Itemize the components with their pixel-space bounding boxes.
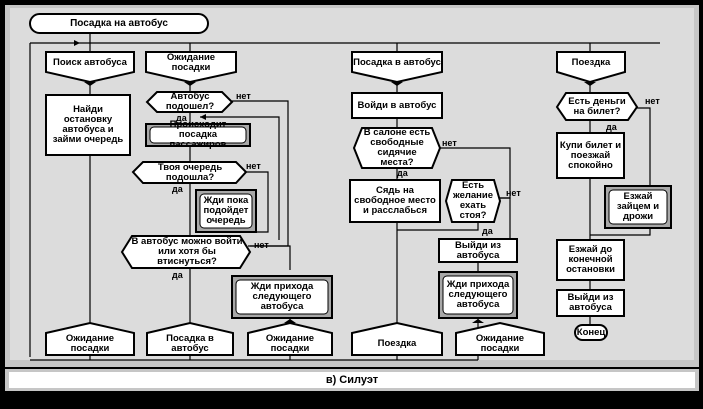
- arrow-left-icon: [200, 114, 206, 120]
- no-label: нет: [645, 96, 660, 106]
- action-exit-bus-col4: Выйди из автобуса: [567, 292, 614, 313]
- process-boarding-text: Происходит посадка пассажиров: [169, 120, 226, 150]
- decision-can-enter: [120, 235, 252, 269]
- loop-line: [250, 245, 291, 270]
- action-sit-relax: Сядь на свободное место и расслабься: [354, 185, 436, 216]
- process-ride-free-text: Езжай зайцем и дрожи: [616, 191, 660, 222]
- action-box-ride-to-end: [556, 239, 625, 281]
- decision-want-standing-text: Есть желание ехать стоя?: [452, 180, 494, 221]
- process-box-wait-next-col3: [442, 275, 514, 315]
- decision-free-seats: [352, 127, 442, 169]
- process-wait-turn-text: Жди пока подойдет очередь: [203, 195, 249, 226]
- loop-line: [590, 228, 651, 236]
- caption-bar: в) Силуэт: [5, 369, 699, 391]
- action-box-sit-relax: [349, 179, 441, 223]
- header-ride: Поездка: [571, 57, 611, 68]
- action-buy-ticket: Купи билет и поезжай спокойно: [559, 139, 622, 171]
- footer-shape-waiting-col3: [455, 321, 545, 356]
- process-box-wait-next-col2: [235, 279, 329, 315]
- decision-bus-arrived-text: Автобус подошел?: [165, 91, 215, 112]
- action-find-stop: Найди остановку автобуса и займи очередь: [52, 104, 124, 145]
- arrow-left-icon: [74, 40, 80, 46]
- decision-can-enter-text: В автобус можно войти или хотя бы втисну…: [131, 236, 243, 267]
- footer-ride-col3: Поездка: [377, 338, 417, 349]
- process-box-boarding: [149, 126, 247, 144]
- decision-want-standing: [444, 179, 502, 223]
- no-label: нет: [236, 91, 251, 101]
- footer-waiting-col1: Ожидание посадки: [65, 333, 115, 354]
- end-label: Конец: [576, 326, 606, 338]
- footer-waiting-col3: Ожидание посадки: [475, 333, 525, 354]
- action-enter-bus: Войди в автобус: [357, 99, 437, 111]
- action-exit-bus-col3: Выйди из автобуса: [455, 239, 501, 261]
- header-shape-waiting: [145, 51, 237, 84]
- footer-waiting-col2: Ожидание посадки: [265, 333, 315, 354]
- arrow-up-icon: [284, 319, 296, 323]
- title-terminator: [29, 13, 209, 34]
- process-wait-next-col2-text: Жди прихода следующего автобуса: [250, 281, 314, 312]
- loop-line: [200, 116, 280, 240]
- footer-boarding-col2: Посадка в автобус: [166, 333, 214, 354]
- decision-bus-arrived: [145, 91, 234, 113]
- loop-line: [637, 107, 651, 186]
- no-label: нет: [442, 138, 457, 148]
- yes-label: да: [176, 113, 187, 123]
- caption: в) Силуэт: [9, 372, 695, 388]
- decision-free-seats-text: В салоне есть свободные сидячие места?: [363, 127, 431, 168]
- header-search: Поиск автобуса: [53, 57, 127, 68]
- header-boarding: Посадка в автобус: [353, 57, 441, 68]
- header-shape-search: [45, 51, 135, 84]
- loop-line: [500, 197, 511, 239]
- loop-line: [397, 222, 479, 231]
- process-box-ride-free: [608, 189, 668, 225]
- action-box-exit-bus-col3: [438, 238, 518, 263]
- yes-label: да: [606, 122, 617, 132]
- yes-label: да: [482, 226, 493, 236]
- action-box-exit-bus-col4: [556, 289, 625, 317]
- decision-your-turn: [131, 161, 248, 184]
- action-box-buy-ticket: [556, 132, 625, 179]
- yes-label: да: [172, 184, 183, 194]
- footer-shape-boarding: [146, 321, 234, 356]
- diagram-title: Посадка на автобус: [70, 17, 168, 29]
- arrow-up-icon: [472, 319, 484, 323]
- no-label: нет: [246, 161, 261, 171]
- arrow-down-icon: [391, 82, 403, 86]
- footer-shape-ride: [351, 321, 443, 356]
- arrow-down-icon: [84, 82, 96, 86]
- process-wait-next-col3-text: Жди прихода следующего автобуса: [446, 279, 510, 310]
- end-terminator: [574, 324, 608, 341]
- action-box-find-stop: [45, 94, 131, 156]
- arrow-down-icon: [184, 82, 196, 86]
- decision-money-text: Есть деньги на билет?: [568, 95, 626, 117]
- action-ride-to-end: Езжай до конечной остановки: [566, 244, 615, 275]
- yes-label: да: [397, 168, 408, 178]
- footer-shape-search-waiting: [45, 321, 135, 356]
- action-box-enter-bus: [351, 92, 443, 119]
- no-label: нет: [254, 240, 269, 250]
- arrow-down-icon: [584, 82, 596, 86]
- no-label: нет: [506, 188, 521, 198]
- yes-label: да: [172, 270, 183, 280]
- decision-money: [555, 92, 639, 121]
- footer-shape-waiting: [247, 321, 333, 356]
- decision-your-turn-text: Твоя очередь подошла?: [157, 161, 223, 183]
- header-waiting: Ожидание посадки: [166, 52, 216, 73]
- header-shape-boarding: [351, 51, 443, 84]
- header-shape-ride: [556, 51, 626, 84]
- process-box-wait-turn: [199, 193, 253, 229]
